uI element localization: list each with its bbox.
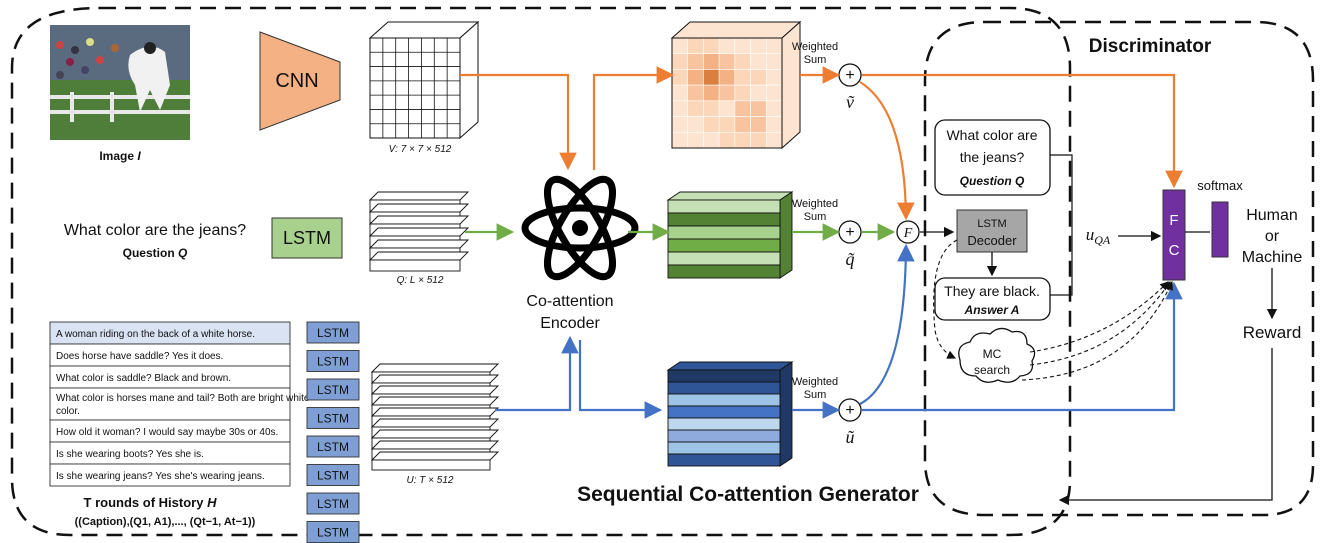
uqa-label: uQA <box>1086 225 1111 247</box>
history-lstm-label: LSTM <box>317 326 349 340</box>
mc-label-1: MC <box>983 347 1002 361</box>
history-lstm <box>306 464 360 486</box>
input-image <box>50 25 190 140</box>
weighted-sum-label-v: Weighted <box>792 41 838 53</box>
output-line2: or <box>1265 228 1280 245</box>
question-lstm <box>271 217 343 259</box>
history-lstm-label: LSTM <box>317 440 349 454</box>
history-lstm-label: LSTM <box>317 412 349 426</box>
question-label: Question Q <box>123 246 188 260</box>
coattention-label-2: Encoder <box>540 315 600 332</box>
v-feature-grid <box>368 20 480 140</box>
reward-label: Reward <box>1243 323 1302 342</box>
discriminator-region <box>923 20 1315 517</box>
cnn-label: CNN <box>275 70 318 92</box>
disc-question-line1: What color are <box>946 127 1037 143</box>
history-lstm <box>306 492 360 515</box>
lstm-decoder-line1: LSTM <box>977 218 1006 230</box>
mc-search-cloud <box>958 327 1036 383</box>
answer-text: They are black. <box>944 283 1040 299</box>
history-item-text-cont: color. <box>56 406 80 417</box>
history-item-text: Is she wearing jeans? Yes she's wearing … <box>56 471 265 482</box>
fc-label-2: C <box>1169 242 1180 259</box>
history-lstm-label: LSTM <box>317 526 349 540</box>
attended-image-grid <box>670 20 802 150</box>
weighted-sum-label2-v: Sum <box>804 54 827 66</box>
history-lstm-label: LSTM <box>317 383 349 397</box>
v-dim-label: V: 7 × 7 × 512 <box>389 144 452 155</box>
history-item-text: Does horse have saddle? Yes it does. <box>56 351 223 362</box>
q-dim-label: Q: L × 512 <box>397 275 444 286</box>
weighted-sum-label-q: Weighted <box>792 198 838 210</box>
tilde-q: q̃ <box>846 249 856 269</box>
image-label: Image I <box>99 149 141 163</box>
generator-title: Sequential Co-attention Generator <box>577 483 919 506</box>
history-row <box>49 463 291 487</box>
history-title: T rounds of History H <box>84 495 218 510</box>
attended-history-stack <box>666 361 794 467</box>
history-list: A woman riding on the back of a white ho… <box>49 321 360 543</box>
answer-box <box>934 277 1051 321</box>
fusion-node <box>896 220 920 244</box>
plus-icon: + <box>845 224 854 241</box>
coattention-label-1: Co-attention <box>526 293 613 310</box>
plus-icon: + <box>845 402 854 419</box>
u-feature-stack <box>370 363 500 471</box>
history-lstm-label: LSTM <box>317 469 349 483</box>
disc-question-box <box>934 119 1051 196</box>
history-lstm <box>306 321 360 344</box>
q-feature-stack <box>368 191 470 272</box>
history-item-text: Is she wearing boots? Yes she is. <box>56 449 204 460</box>
history-item-text: What color is horses mane and tail? Both… <box>56 393 310 404</box>
mc-label-2: search <box>974 363 1010 377</box>
softmax-label: softmax <box>1197 178 1243 193</box>
atom-icon <box>521 175 639 281</box>
fusion-label: F <box>903 226 913 241</box>
output-line1: Human <box>1246 207 1298 224</box>
u-dim-label: U: T × 512 <box>407 475 454 486</box>
history-lstm <box>306 378 360 401</box>
history-item-text: How old it woman? I would say maybe 30s … <box>56 427 278 438</box>
generator-region <box>10 6 1072 537</box>
weighted-sum-label2-q: Sum <box>804 211 827 223</box>
plus-icon: + <box>845 67 854 84</box>
tilde-u: ũ <box>846 427 855 447</box>
history-lstm <box>306 350 360 372</box>
history-lstm <box>306 435 360 458</box>
answer-label: Answer A <box>964 303 1020 317</box>
tilde-v: ṽ <box>846 92 855 112</box>
discriminator-title: Discriminator <box>1089 36 1212 57</box>
attended-question-stack <box>666 191 794 279</box>
weighted-sum-label2-u: Sum <box>804 389 827 401</box>
connectors <box>460 66 1278 506</box>
history-item-text: A woman riding on the back of a white ho… <box>56 329 255 340</box>
output-line3: Machine <box>1242 249 1303 266</box>
history-item-text: What color is saddle? Black and brown. <box>56 373 231 384</box>
history-lstm-label: LSTM <box>317 355 349 369</box>
fc-block <box>1162 189 1186 281</box>
disc-question-label: Question Q <box>960 174 1025 188</box>
question-lstm-label: LSTM <box>283 228 331 248</box>
disc-question-line2: the jeans? <box>960 149 1025 165</box>
cnn-block <box>259 31 341 131</box>
history-row <box>49 387 291 421</box>
history-subtitle: ((Caption),(Q1, A1),..., (Qt−1, At−1)) <box>75 516 256 528</box>
history-lstm-label: LSTM <box>317 497 349 511</box>
softmax-bar <box>1211 201 1229 258</box>
uqa-bracket <box>1050 154 1073 296</box>
weighted-sum-label-u: Weighted <box>792 376 838 388</box>
fc-label-1: F <box>1169 212 1178 229</box>
history-lstm <box>306 407 360 429</box>
question-text: What color are the jeans? <box>64 222 246 239</box>
lstm-decoder-line2: Decoder <box>967 233 1017 248</box>
